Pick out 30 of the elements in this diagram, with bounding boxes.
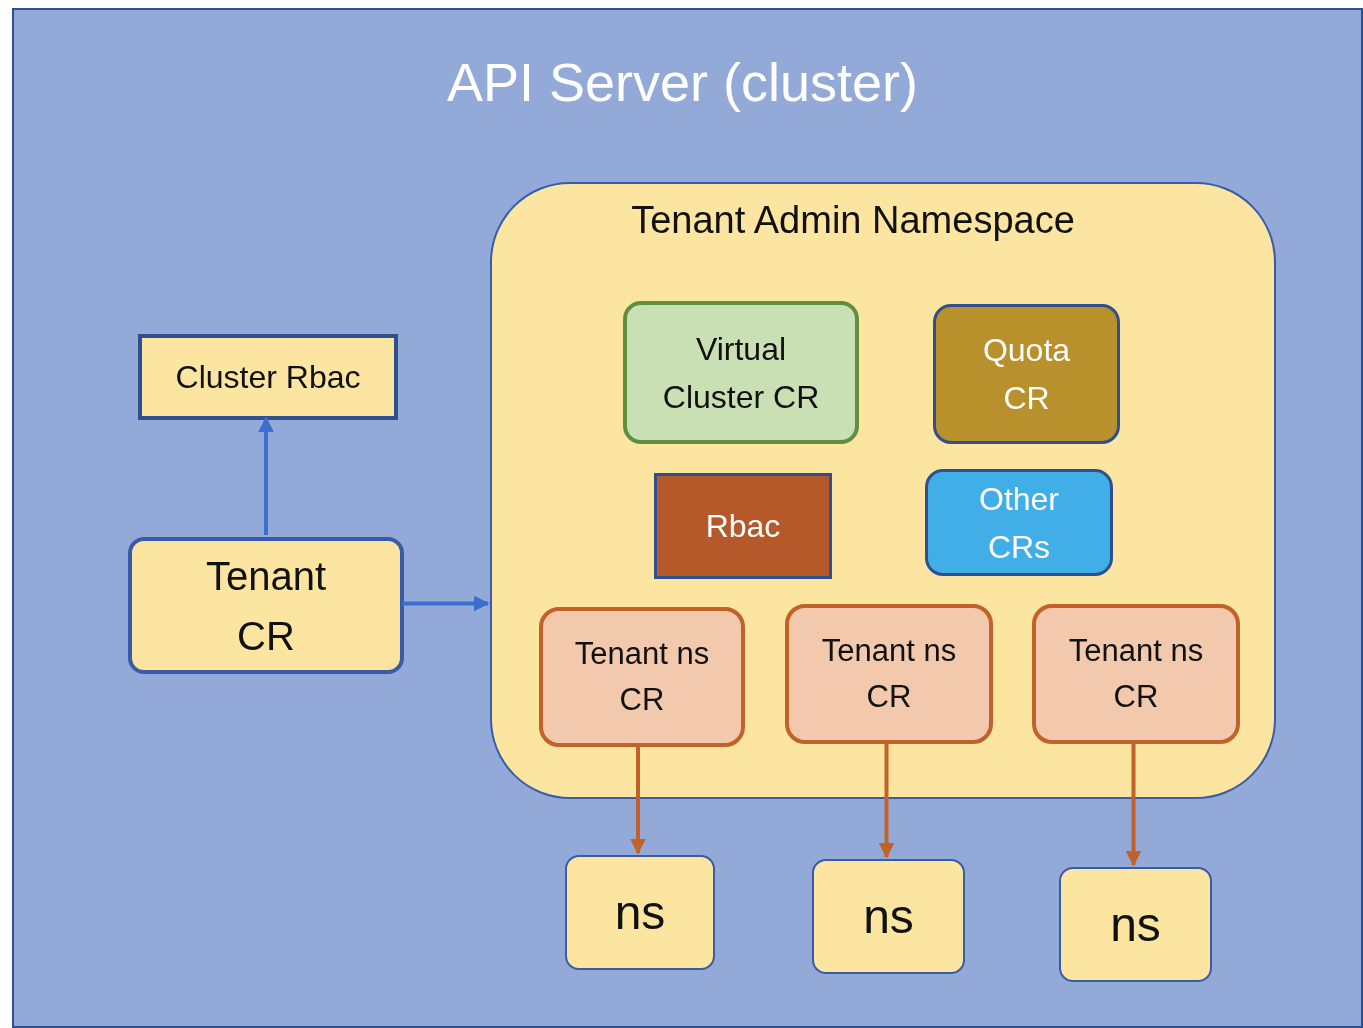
resource-box: [623, 301, 859, 444]
resource-box: [654, 473, 832, 579]
namespace-container: [490, 182, 1276, 799]
resource-box: [933, 304, 1120, 444]
resource-box: [925, 469, 1113, 576]
box-label: Other CRs: [979, 479, 1059, 567]
arrow: [402, 595, 490, 612]
panel-title: API Server (cluster): [446, 51, 919, 114]
box-label: ns: [614, 884, 666, 941]
arrow: [258, 416, 274, 535]
box-label: Cluster Rbac: [175, 358, 361, 397]
box-label: Tenant CR: [205, 552, 327, 660]
box-label: ns: [1110, 896, 1161, 953]
box-label: Rbac: [705, 507, 781, 546]
tenant-box: [128, 537, 404, 674]
box-label: Quota CR: [982, 331, 1071, 418]
box-label: ns: [863, 888, 914, 945]
namespace-box: [1059, 867, 1212, 982]
box-label: Virtual Cluster CR: [661, 329, 821, 417]
namespace-box: [565, 855, 715, 970]
rbac-box: [138, 334, 398, 420]
box-label: Tenant ns CR: [573, 634, 711, 719]
resource-box: [1032, 604, 1240, 744]
container-title: Tenant Admin Namespace: [631, 198, 1075, 243]
cluster-panel: [12, 8, 1363, 1028]
namespace-box: [812, 859, 965, 974]
box-label: Tenant ns CR: [1067, 631, 1205, 716]
resource-box: [785, 604, 993, 744]
box-label: Tenant ns CR: [820, 631, 958, 716]
resource-box: [539, 607, 745, 747]
